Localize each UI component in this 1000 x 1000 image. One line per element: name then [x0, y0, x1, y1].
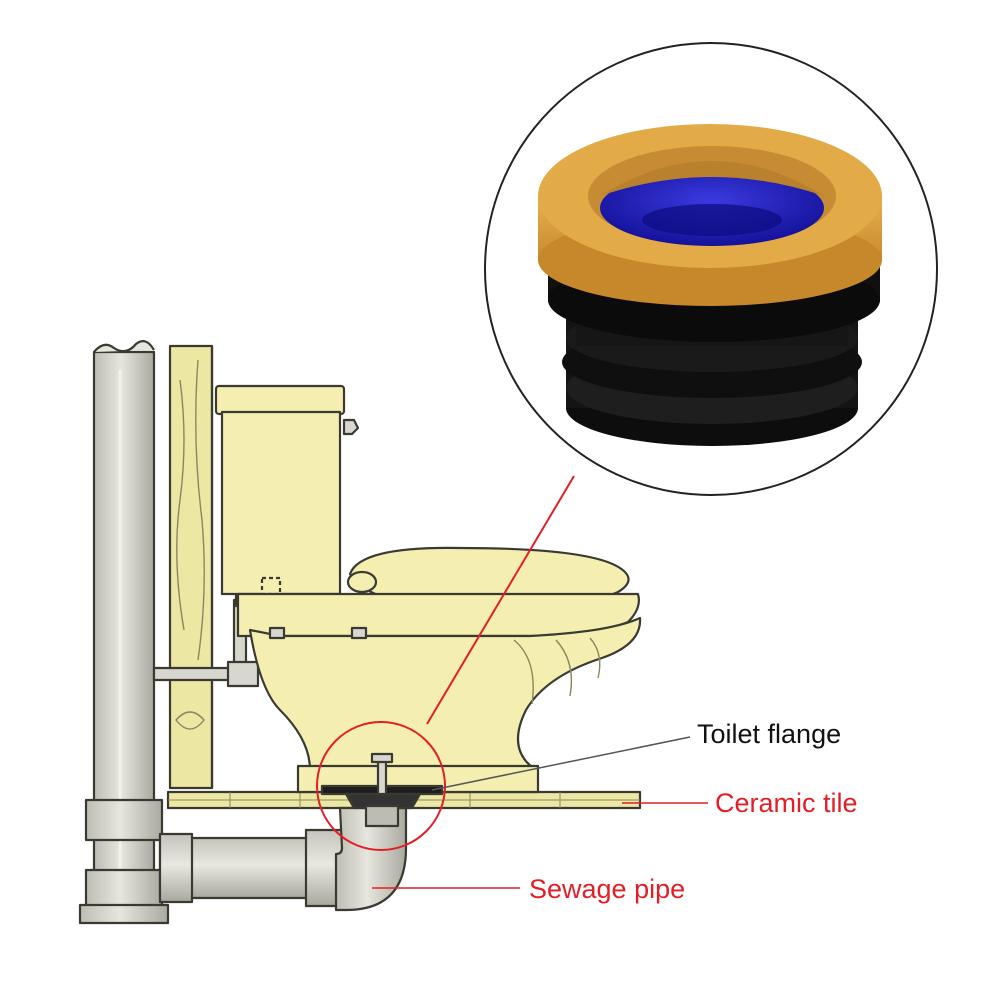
toilet-flange-part [320, 752, 444, 828]
ceramic-tile-label: Ceramic tile [715, 788, 858, 818]
wall-stud [168, 344, 214, 790]
sewage-pipe-label: Sewage pipe [529, 874, 685, 904]
horizontal-drain-pipe [158, 806, 408, 912]
wax-ring-product-photo [484, 42, 938, 496]
toilet-tank [214, 384, 360, 596]
vertical-drain-pipe [78, 340, 170, 925]
toilet-bowl [236, 592, 642, 794]
zoom-callout [316, 475, 575, 851]
leader-lines [372, 736, 708, 889]
toilet-flange-label: Toilet flange [697, 719, 841, 749]
